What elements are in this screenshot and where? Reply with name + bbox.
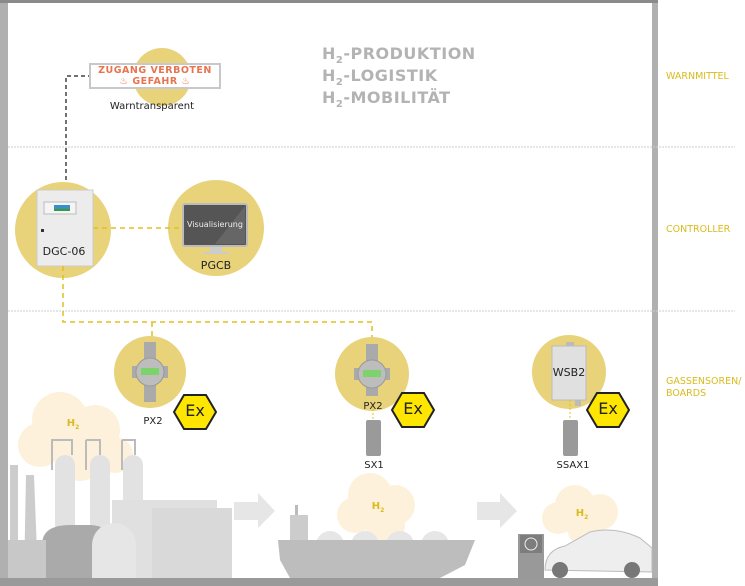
- section-label-controller: CONTROLLER: [666, 224, 731, 235]
- wsb2-board-icon: [551, 342, 587, 406]
- h2-cloud-middle-label: H2: [371, 501, 385, 514]
- title-logistics: H2-LOGISTIK: [322, 66, 438, 89]
- wsb2-label: WSB2: [552, 366, 586, 379]
- frame-bottom: [0, 578, 658, 586]
- px2-left-label: PX2: [143, 416, 163, 427]
- ex-mark-right: Ex: [598, 399, 618, 418]
- px2-middle-device-icon: [354, 344, 390, 396]
- dgc-label: DGC-06: [42, 245, 86, 258]
- arrow-right-icon: [477, 493, 517, 528]
- h2-station-illustration: [518, 534, 544, 578]
- h2-cloud-left: [18, 392, 133, 481]
- h2-cloud-left-label: H2: [66, 418, 80, 431]
- ssax1-sensor-icon: [563, 420, 578, 456]
- title-mobility: H2-MOBILITÄT: [322, 88, 451, 111]
- flame-icon: ♨: [177, 76, 191, 87]
- section-label-warnmittel: WARNMITTEL: [666, 71, 729, 82]
- title-production: H2-PRODUKTION: [322, 44, 476, 67]
- flame-icon: ♨: [119, 76, 133, 87]
- sx1-sensor-icon: [366, 420, 381, 456]
- ssax1-label: SSAX1: [556, 460, 590, 471]
- car-illustration: [544, 529, 653, 578]
- dgc-cabinet-icon: [36, 189, 94, 267]
- factory-illustration: [8, 439, 232, 578]
- warning-sign: ZUGANG VERBOTEN ♨ GEFAHR ♨: [89, 63, 221, 89]
- h2-cloud-right-label: H2: [575, 508, 589, 521]
- frame-right: [652, 0, 658, 586]
- frame-left: [0, 0, 8, 586]
- ex-mark-middle: Ex: [403, 399, 423, 418]
- monitor-icon: [182, 203, 248, 254]
- px2-middle-label: PX2: [363, 401, 383, 412]
- ex-mark-left: Ex: [185, 401, 205, 420]
- monitor-text: Visualisierung: [187, 220, 243, 229]
- ex-icon-middle: [390, 392, 436, 428]
- section-label-sensors: GASSENSOREN/BOARDS: [666, 376, 742, 399]
- ex-icon-right: [585, 392, 631, 428]
- warning-connection-line: [65, 75, 92, 190]
- frame-top: [0, 0, 658, 3]
- arrow-right-icon: [234, 493, 275, 528]
- px2-left-device-icon: [132, 342, 168, 402]
- sx1-label: SX1: [364, 460, 384, 471]
- pgcb-label: PGCB: [200, 259, 232, 272]
- warning-sign-label: Warntransparent: [109, 101, 195, 112]
- ex-icon-left: [172, 394, 218, 430]
- h2-cloud-middle: [337, 473, 415, 545]
- ship-illustration: [278, 505, 475, 578]
- sensor-bus-line: [62, 266, 373, 345]
